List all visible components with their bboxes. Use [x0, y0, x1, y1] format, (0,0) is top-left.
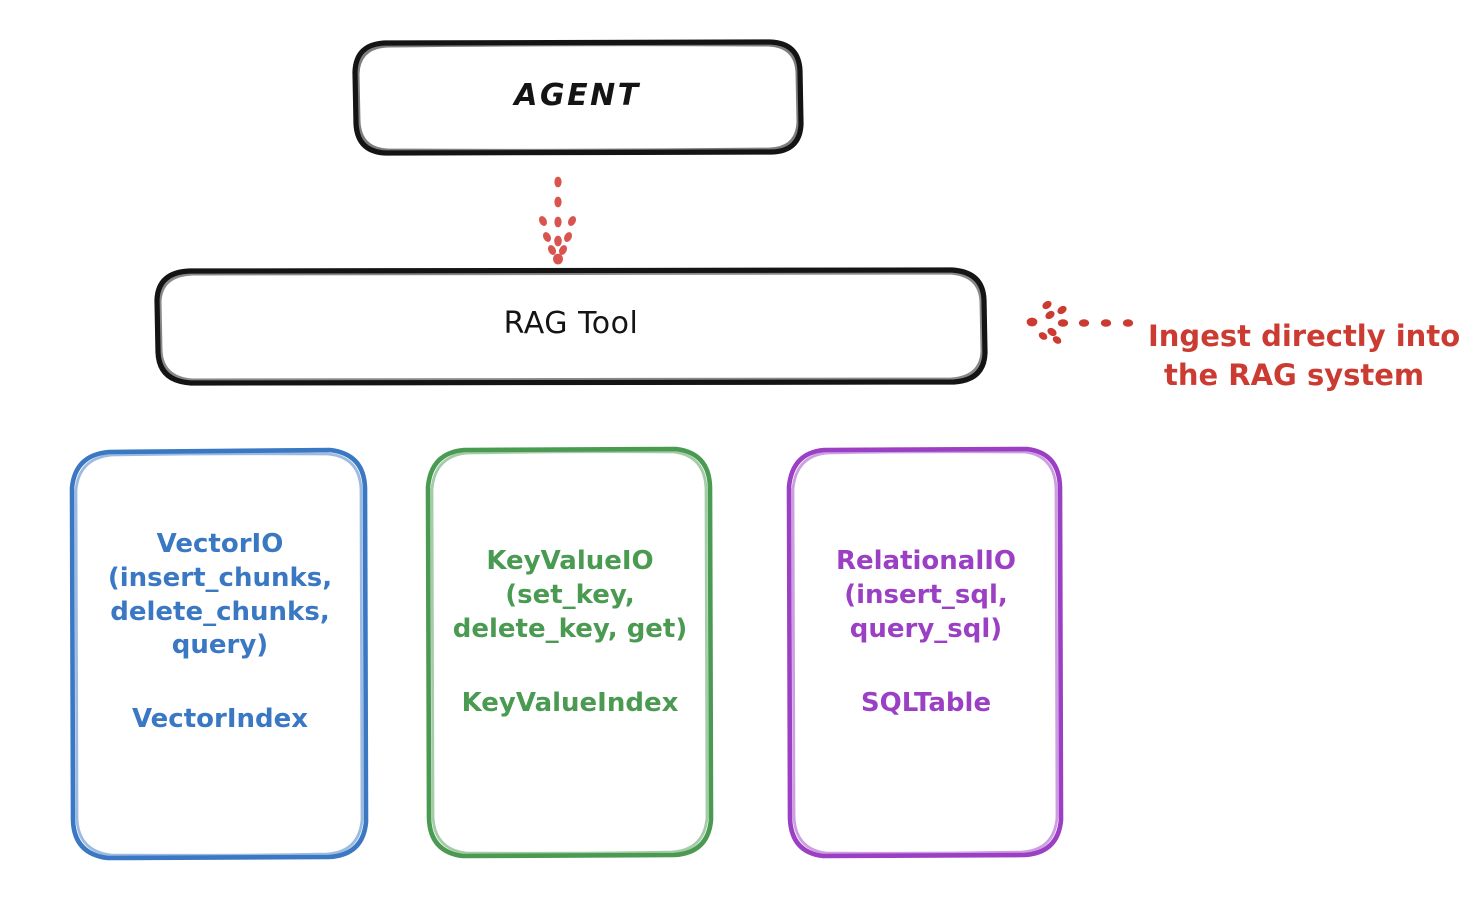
vector-io-box-outline-second-pass — [74, 452, 364, 857]
connector-ingest-to-rag-tool — [1026, 300, 1134, 344]
node-relational-io[interactable] — [786, 446, 1064, 859]
key-value-io-box-outline-second-pass — [430, 450, 709, 855]
relational-io-box-outline — [786, 446, 1064, 859]
node-rag-tool[interactable] — [154, 267, 988, 386]
node-agent[interactable] — [352, 39, 804, 156]
agent-box-outline-second-pass — [356, 43, 800, 152]
node-vector-io[interactable] — [69, 447, 369, 861]
rag-tool-box-outline-second-pass — [158, 271, 984, 382]
node-key-value-io[interactable] — [425, 446, 714, 859]
rag-tool-box-outline — [154, 267, 988, 386]
agent-box-outline — [352, 39, 804, 156]
relational-io-box-outline-second-pass — [791, 450, 1059, 855]
vector-io-box-outline — [69, 447, 369, 861]
key-value-io-box-outline — [425, 446, 714, 859]
connector-agent-to-rag-tool — [538, 176, 577, 265]
